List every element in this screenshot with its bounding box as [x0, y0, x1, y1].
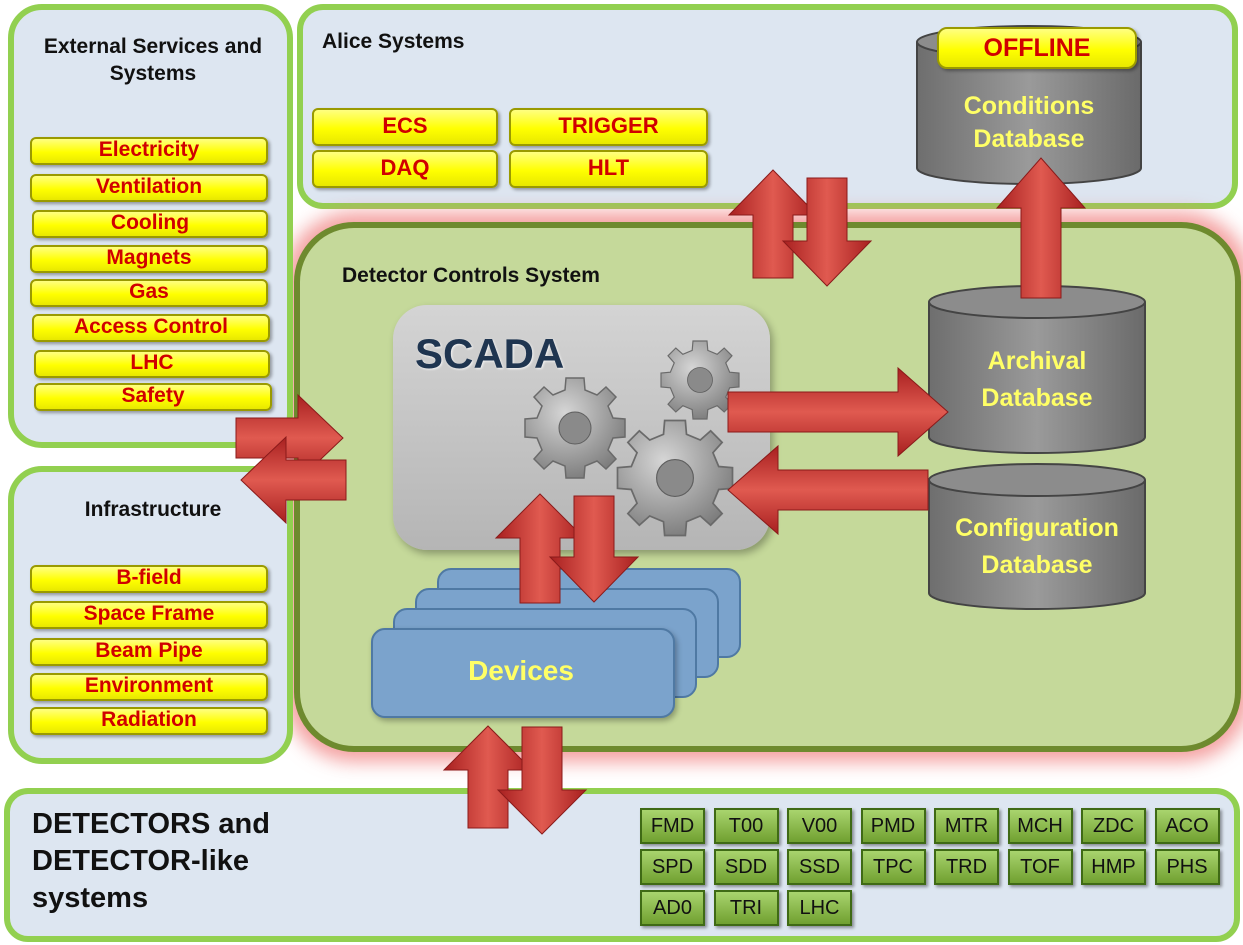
detector-chip[interactable]: HMP: [1081, 849, 1146, 885]
detector-chip[interactable]: FMD: [640, 808, 705, 844]
detector-chip[interactable]: TOF: [1007, 849, 1073, 885]
external-item-5[interactable]: Access Control: [32, 314, 270, 342]
external-item-0[interactable]: Electricity: [30, 137, 268, 165]
external-item-7[interactable]: Safety: [34, 383, 272, 411]
conditions-line1: Conditions: [963, 92, 1095, 120]
detector-chip[interactable]: TPC: [860, 849, 926, 885]
detector-chip[interactable]: AD0: [640, 890, 705, 926]
infrastructure-item-0[interactable]: B-field: [30, 565, 268, 593]
alice-systems-title: Alice Systems: [322, 30, 465, 53]
external-item-6[interactable]: LHC: [34, 350, 270, 378]
detector-chip[interactable]: SPD: [640, 849, 705, 885]
configuration-line1: Configuration: [955, 514, 1119, 542]
archival-line1: Archival: [987, 347, 1087, 375]
detector-chip[interactable]: SDD: [713, 849, 779, 885]
detectors-title: DETECTORS and DETECTOR-like systems: [32, 806, 270, 917]
detector-chip[interactable]: TRD: [934, 849, 999, 885]
detector-chip[interactable]: MCH: [1007, 808, 1073, 844]
infrastructure-item-1[interactable]: Space Frame: [30, 601, 268, 629]
external-item-4[interactable]: Gas: [30, 279, 268, 307]
external-item-2[interactable]: Cooling: [32, 210, 268, 238]
devices-label: Devices: [468, 655, 574, 686]
configuration-database-label: Configuration Database: [929, 510, 1145, 584]
infrastructure-item-2[interactable]: Beam Pipe: [30, 638, 268, 666]
external-services-title: External Services and Systems: [43, 35, 263, 85]
scada-label: SCADA: [415, 330, 565, 377]
detector-chip[interactable]: V00: [787, 808, 852, 844]
conditions-database-label: Conditions Database: [917, 90, 1141, 156]
detector-chip[interactable]: ZDC: [1081, 808, 1146, 844]
infrastructure-title: Infrastructure: [84, 498, 222, 521]
infrastructure-item-3[interactable]: Environment: [30, 673, 268, 701]
conditions-line2: Database: [973, 125, 1085, 153]
external-item-3[interactable]: Magnets: [30, 245, 268, 273]
alice-btn-daq[interactable]: DAQ: [312, 150, 498, 188]
detector-chip[interactable]: LHC: [787, 890, 852, 926]
detector-chip[interactable]: TRI: [713, 890, 779, 926]
alice-btn-hlt[interactable]: HLT: [509, 150, 708, 188]
archival-line2: Database: [981, 384, 1093, 412]
configuration-line2: Database: [981, 551, 1093, 579]
alice-btn-ecs[interactable]: ECS: [312, 108, 498, 146]
devices-box[interactable]: [371, 628, 675, 718]
infrastructure-item-4[interactable]: Radiation: [30, 707, 268, 735]
detectors-title-line2: DETECTOR-like: [32, 845, 250, 877]
detector-chip[interactable]: SSD: [787, 849, 852, 885]
external-item-1[interactable]: Ventilation: [30, 174, 268, 202]
detector-chip[interactable]: PHS: [1154, 849, 1220, 885]
offline-button[interactable]: OFFLINE: [937, 27, 1137, 69]
detectors-title-line1: DETECTORS and: [32, 808, 270, 840]
dcs-title: Detector Controls System: [342, 264, 600, 287]
detector-chip[interactable]: MTR: [934, 808, 999, 844]
detector-chip[interactable]: ACO: [1154, 808, 1220, 844]
alice-btn-trigger[interactable]: TRIGGER: [509, 108, 708, 146]
detector-chip[interactable]: T00: [713, 808, 779, 844]
archival-database-label: Archival Database: [929, 343, 1145, 417]
detector-chip[interactable]: PMD: [860, 808, 926, 844]
detectors-title-line3: systems: [32, 882, 149, 914]
